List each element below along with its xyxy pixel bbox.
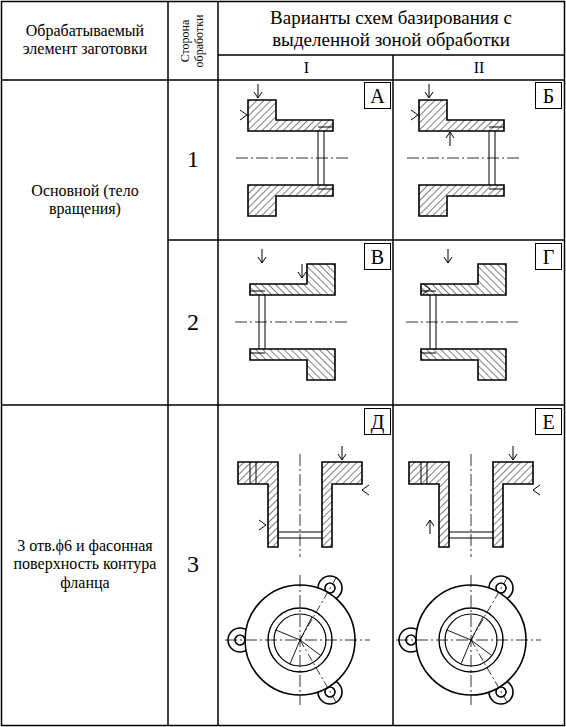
variant-letter-box: А: [364, 82, 391, 109]
variant-letter: Г: [543, 247, 555, 267]
column-header: Сторона обработки: [170, 4, 216, 78]
variant-letter: Д: [371, 412, 385, 432]
table-cell: II: [395, 56, 563, 80]
table-cell: 3: [170, 405, 216, 724]
variant-letter-box: В: [364, 243, 391, 270]
variant-letter-box: Е: [535, 408, 562, 435]
variant-letter: А: [370, 86, 384, 106]
table-cell: 2: [170, 240, 216, 405]
table-cell: Варианты схем базирования с выделенной з…: [220, 3, 562, 55]
variant-letter: В: [371, 247, 384, 267]
table-cell: 1: [170, 80, 216, 240]
table-cell: 3 отв.ϕ6 и фасонная поверхность контура …: [4, 405, 166, 724]
variant-letter: Б: [543, 86, 554, 106]
variant-letter: Е: [542, 412, 554, 432]
table-cell: Основной (тело вращения): [4, 160, 166, 240]
variant-letter-box: Б: [535, 82, 562, 109]
variant-letter-box: Г: [535, 243, 562, 270]
table-cell: I: [220, 56, 393, 80]
variant-letter-box: Д: [364, 408, 391, 435]
table-cell: Обрабатываемый элемент заготовки: [4, 4, 166, 76]
